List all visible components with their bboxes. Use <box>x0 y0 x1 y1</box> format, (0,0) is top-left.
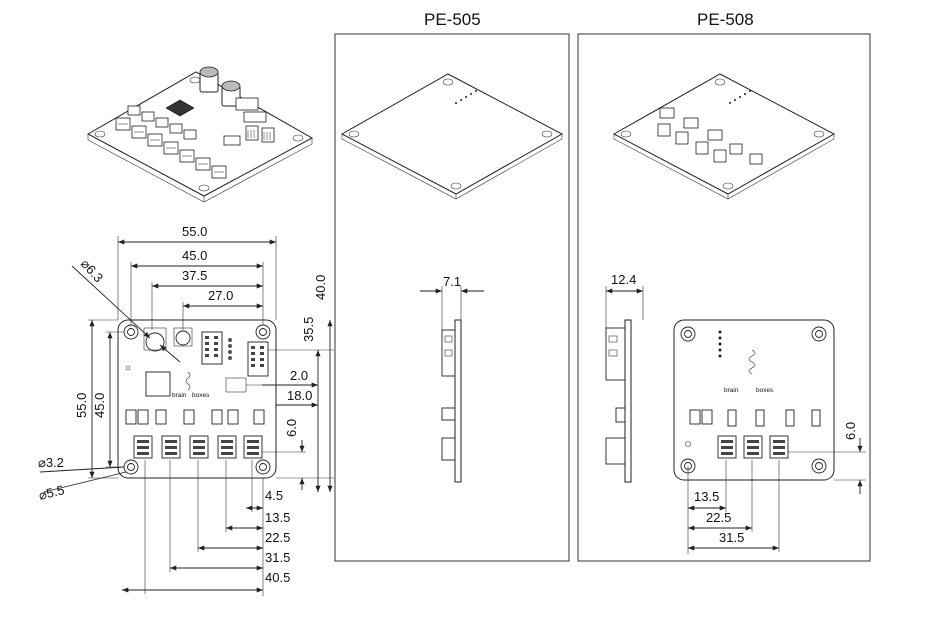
dim-hole-outer: ⌀5.5 <box>37 482 66 503</box>
dim-hole-small: ⌀3.2 <box>38 455 64 470</box>
dim-bottom-405: 40.5 <box>265 570 290 585</box>
dim-right-40: 40.0 <box>313 275 328 300</box>
mounting-hole-bottom-right <box>255 459 271 475</box>
dim-right-355: 35.5 <box>301 317 316 342</box>
panel-pe505: PE-505 7.1 <box>334 10 570 562</box>
dim-height-outer: 55.0 <box>74 393 89 418</box>
pe508-dim-6: 6.0 <box>843 422 858 440</box>
dim-width-holes: 45.0 <box>182 248 207 263</box>
pe508-dim-135: 13.5 <box>694 489 719 504</box>
pe508-side-thickness: 12.4 <box>611 272 636 287</box>
pe508-brand-brain: brain <box>724 387 739 394</box>
dim-width-27: 27.0 <box>208 288 233 303</box>
pe505-title: PE-505 <box>424 10 481 29</box>
dim-bottom-315: 31.5 <box>265 550 290 565</box>
pe508-dim-315: 31.5 <box>719 530 744 545</box>
pe508-dim-225: 22.5 <box>706 510 731 525</box>
main-board-top-view: brain boxes <box>117 319 277 479</box>
dim-right-6: 6.0 <box>284 419 299 437</box>
dim-bottom-135: 13.5 <box>265 510 290 525</box>
dim-width-outer: 55.0 <box>182 224 207 239</box>
dim-right-18: 18.0 <box>287 388 312 403</box>
pe505-side-thickness: 7.1 <box>443 274 461 289</box>
main-dimensions: 55.0 45.0 37.5 27.0 ⌀6.3 55.0 45.0 ⌀3.2 … <box>37 224 334 596</box>
dim-bottom-225: 22.5 <box>265 530 290 545</box>
panel-pe508: PE-508 12.4 <box>577 10 871 562</box>
dim-bottom-45: 4.5 <box>265 488 283 503</box>
main-brand-boxes: boxes <box>192 392 210 399</box>
main-board-isometric <box>86 66 314 203</box>
dim-width-375: 37.5 <box>182 268 207 283</box>
pe508-brand-boxes: boxes <box>756 387 774 394</box>
dim-right-2: 2.0 <box>290 368 308 383</box>
dim-hole-large: ⌀6.3 <box>78 256 106 285</box>
dim-height-holes: 45.0 <box>92 393 107 418</box>
pe508-title: PE-508 <box>697 10 754 29</box>
main-brand-brain: brain <box>172 392 187 399</box>
